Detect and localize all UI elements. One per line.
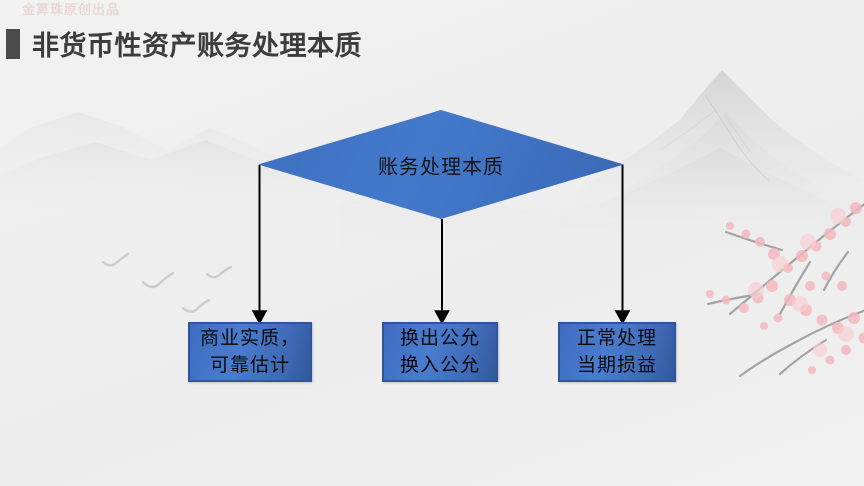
diamond-label: 账务处理本质: [378, 154, 504, 178]
node-line-2: 换入公允: [399, 354, 480, 376]
watermark-text: 金算珠原创出品: [22, 3, 121, 18]
node-line-1: 商业实质，: [199, 327, 300, 349]
node-line-2: 当期损益: [576, 354, 657, 376]
diagram-root-diamond[interactable]: 账务处理本质: [258, 110, 624, 219]
title-bullet-icon: [6, 28, 20, 59]
page-title: 非货币性资产账务处理本质: [6, 24, 362, 63]
node-line-2: 可靠估计: [209, 354, 290, 376]
node-line-1: 正常处理: [576, 327, 657, 349]
title-label: 非货币性资产账务处理本质: [32, 31, 362, 62]
diagram-node-business-substance[interactable]: 商业实质， 可靠估计: [188, 322, 312, 382]
diagram-node-fair-value[interactable]: 换出公允 换入公允: [382, 322, 498, 382]
diagram-node-current-profit-loss[interactable]: 正常处理 当期损益: [558, 322, 676, 382]
node-line-1: 换出公允: [399, 327, 480, 349]
